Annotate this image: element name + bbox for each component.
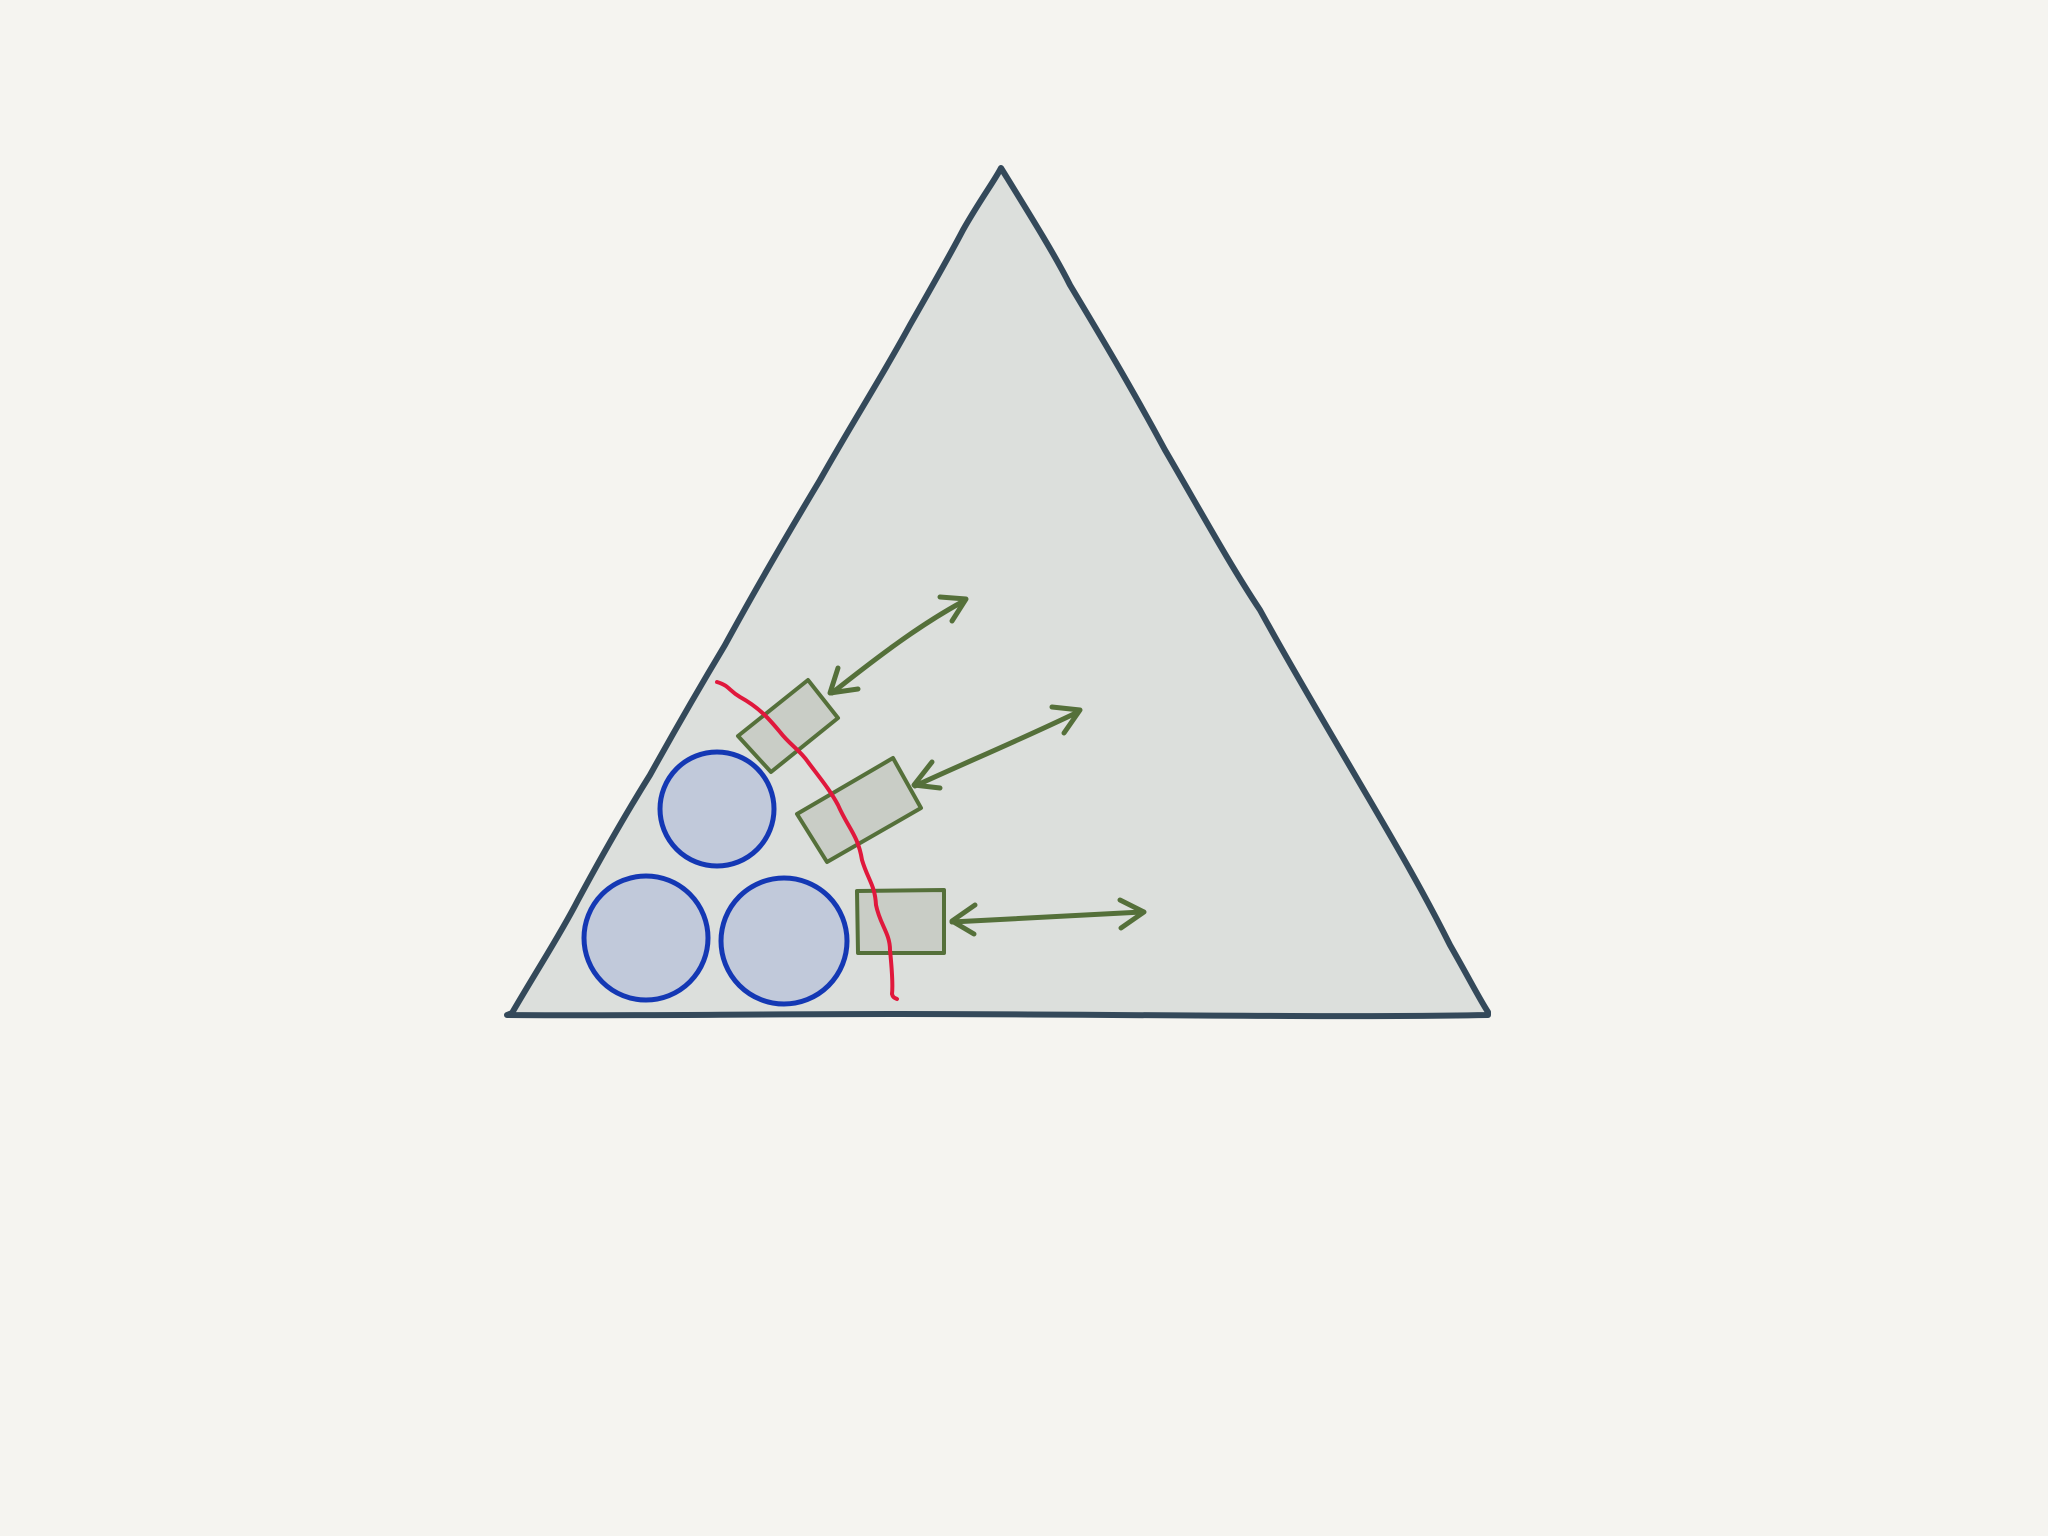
arrow-middle bbox=[911, 704, 1083, 791]
arrows-group bbox=[827, 594, 1147, 937]
circle-top bbox=[657, 749, 777, 869]
circle-bottom-right bbox=[718, 875, 850, 1007]
block-middle bbox=[795, 756, 923, 864]
blocks-group bbox=[736, 678, 946, 955]
circles-group bbox=[581, 749, 850, 1007]
block-top bbox=[736, 678, 840, 774]
arrow-top bbox=[827, 594, 969, 696]
arrow-bottom bbox=[949, 897, 1147, 937]
block-bottom bbox=[855, 888, 946, 955]
red-curve bbox=[715, 680, 899, 1001]
circle-bottom-left bbox=[581, 873, 711, 1003]
